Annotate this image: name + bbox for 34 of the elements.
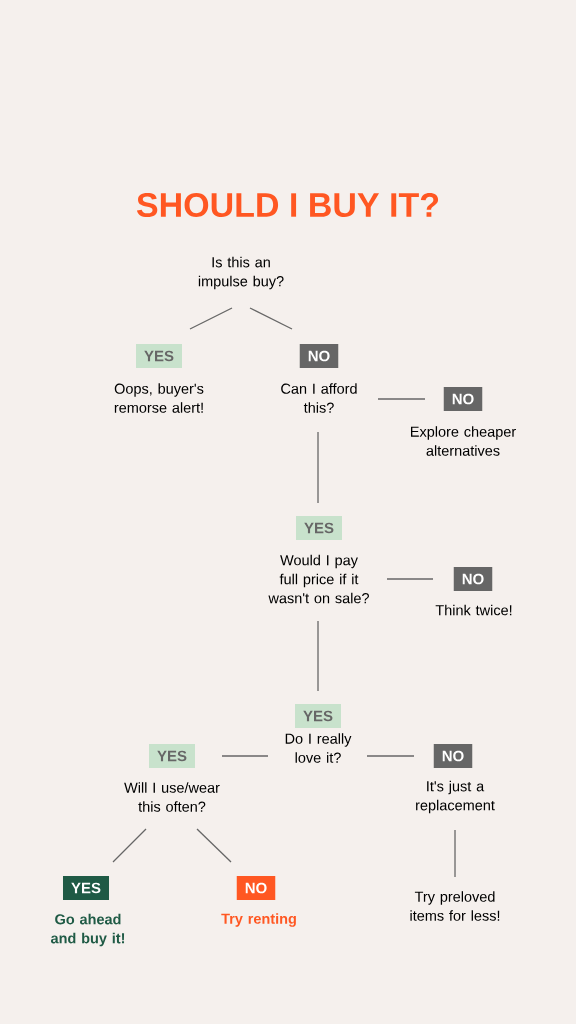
connector-line xyxy=(317,431,319,504)
question-text: Can I afford this? xyxy=(281,383,357,413)
connector-line xyxy=(366,755,415,757)
connector-line xyxy=(112,828,147,863)
question-text: Explore cheaper alternatives xyxy=(411,426,516,456)
question-text: Do I really love it? xyxy=(285,733,352,763)
badge: YES xyxy=(296,516,342,540)
badge: YES xyxy=(63,876,109,900)
badge: NO xyxy=(299,344,339,368)
question-text: Try preloved items for less! xyxy=(410,891,500,921)
connector-line xyxy=(317,620,319,692)
question-text: Oops, buyer's remorse alert! xyxy=(114,383,204,413)
question-text: Think twice! xyxy=(435,604,512,616)
question-text: Will I use/wear this often? xyxy=(124,782,220,812)
connector-line xyxy=(196,828,232,863)
answer-text: Go ahead and buy it! xyxy=(50,913,125,947)
connector-line xyxy=(386,578,434,580)
connector-line xyxy=(221,755,269,757)
connector-line xyxy=(377,398,426,400)
question-text: Is this an impulse buy? xyxy=(198,256,284,290)
answer-text: Try renting xyxy=(221,913,296,927)
title: SHOULD I BUY IT? xyxy=(136,192,439,218)
badge: YES xyxy=(295,704,341,728)
question-text: It's just a replacement xyxy=(416,780,495,814)
connector-line xyxy=(249,307,293,330)
badge: NO xyxy=(433,744,473,768)
badge: YES xyxy=(136,344,182,368)
badge: NO xyxy=(236,876,276,900)
badge: NO xyxy=(443,387,483,411)
badge: NO xyxy=(453,567,493,591)
connector-line xyxy=(454,829,456,878)
connector-line xyxy=(189,307,233,330)
badge: YES xyxy=(149,744,195,768)
question-text: Would I pay full price if it wasn't on sale? xyxy=(268,554,369,604)
